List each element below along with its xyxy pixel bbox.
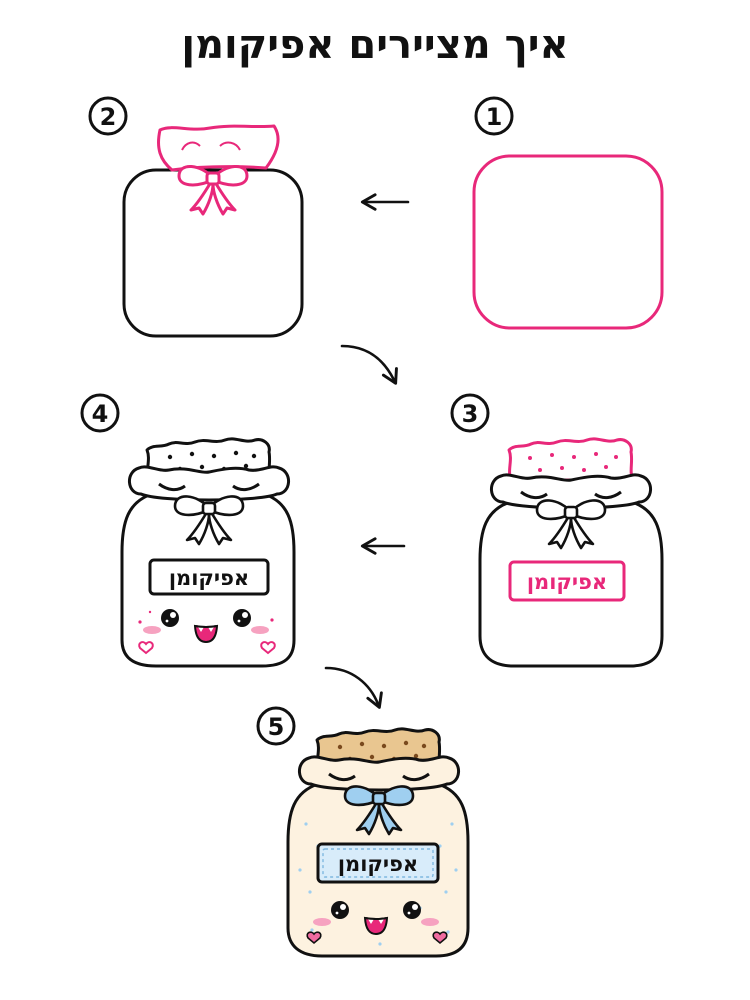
step-2: 2 bbox=[88, 96, 304, 338]
step-1: 1 bbox=[472, 96, 664, 330]
step-5: 5 אפיקומן bbox=[256, 706, 470, 958]
cloth-ruffle bbox=[489, 473, 653, 510]
cheeks bbox=[313, 918, 439, 926]
name-label: אפיקומן bbox=[316, 842, 440, 884]
svg-text:3: 3 bbox=[462, 400, 479, 428]
sparkles bbox=[138, 610, 274, 624]
step-4: 4 אפיקומן bbox=[80, 393, 296, 668]
svg-text:אפיקומן: אפיקומן bbox=[338, 852, 418, 876]
cloth-top bbox=[157, 124, 280, 172]
heart-icon bbox=[138, 641, 276, 655]
arrow-curve-down-icon bbox=[324, 666, 383, 709]
svg-text:אפיקומן: אפיקומן bbox=[169, 566, 249, 590]
matzah bbox=[507, 437, 635, 482]
name-label: אפיקומן bbox=[508, 560, 626, 602]
page-title: איך מציירים אפיקומן bbox=[181, 22, 568, 68]
svg-text:2: 2 bbox=[100, 103, 117, 131]
step-number-badge: 1 bbox=[474, 96, 514, 136]
jar-body bbox=[122, 168, 304, 338]
matzah-dots bbox=[528, 452, 618, 472]
matzah-dots bbox=[337, 740, 427, 762]
step-number-badge: 3 bbox=[450, 393, 490, 433]
step-3: 3 אפיקומן bbox=[450, 393, 664, 668]
step-number-badge: 4 bbox=[80, 393, 120, 433]
svg-text:אפיקומן: אפיקומן bbox=[527, 570, 607, 594]
step-number-badge: 2 bbox=[88, 96, 128, 136]
svg-text:4: 4 bbox=[92, 400, 109, 428]
cheeks bbox=[143, 626, 269, 634]
arrow-curve-down-icon bbox=[340, 344, 398, 385]
heart-icon bbox=[306, 931, 448, 945]
step-number-badge: 5 bbox=[256, 706, 296, 746]
cloth-ruffle bbox=[127, 465, 291, 502]
svg-text:5: 5 bbox=[268, 713, 285, 741]
jar-body-outline bbox=[472, 154, 664, 330]
cloth-ruffle bbox=[297, 755, 461, 792]
name-label: אפיקומן bbox=[148, 558, 270, 596]
svg-text:1: 1 bbox=[486, 103, 503, 131]
